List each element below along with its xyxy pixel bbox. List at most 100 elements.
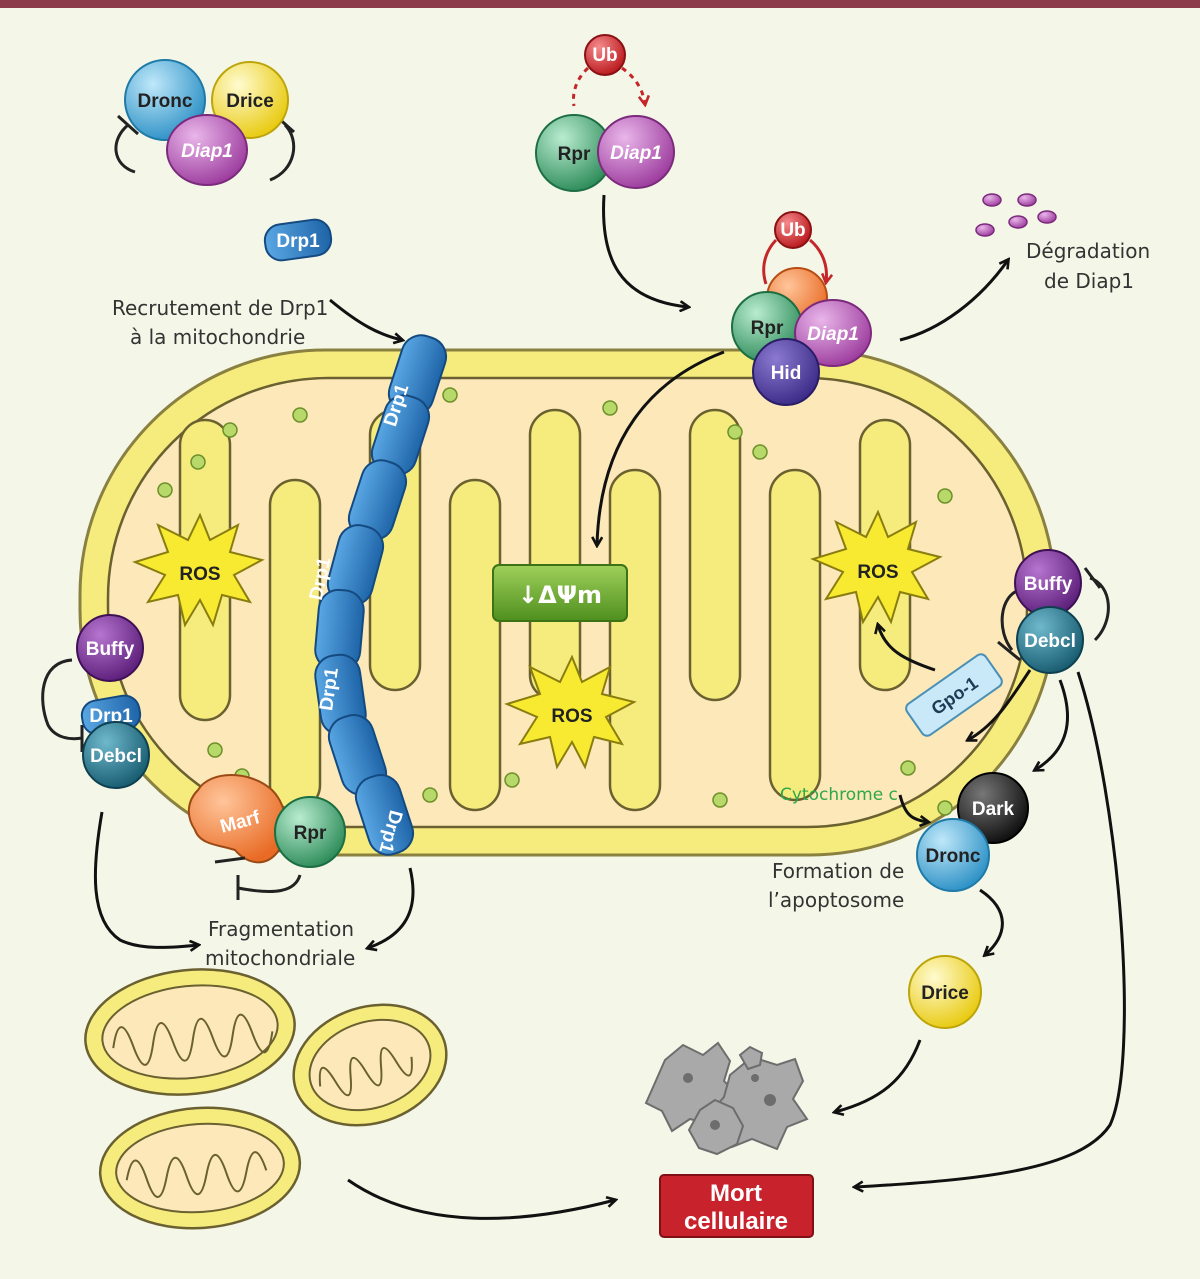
- ros-label: ROS: [179, 564, 220, 585]
- ros-star-left: ROS: [132, 512, 265, 628]
- arrow-gpo1-to-ros: [878, 625, 936, 672]
- ros-label: ROS: [551, 706, 592, 727]
- dead-cell-spots: [683, 1073, 776, 1130]
- inhibition-left: [997, 588, 1021, 662]
- drice-protein: [211, 61, 289, 139]
- degradation-label-2: de Diap1: [1044, 269, 1134, 293]
- small-mitochondrion-3: [98, 1106, 302, 1230]
- degradation-label-1: Dégradation: [1026, 239, 1150, 263]
- ub-line-left: [762, 238, 778, 285]
- arrow-recruitment: [329, 298, 402, 340]
- top-border: [0, 0, 1200, 8]
- drp1-free: Drp1: [263, 218, 333, 262]
- ub-dashed-left: [571, 66, 590, 107]
- crista: [448, 478, 502, 812]
- ros-label: ROS: [857, 562, 898, 583]
- ub-label: Ub: [780, 220, 805, 241]
- ub-dashed-arrow: [621, 66, 645, 104]
- buffy-label: Buffy: [86, 639, 135, 660]
- crista: [608, 468, 662, 812]
- arrow-dronc-to-drice: [979, 888, 1004, 955]
- dark-label: Dark: [972, 799, 1015, 820]
- drp1-free-label: Drp1: [276, 231, 320, 252]
- arrow-to-hid-complex: [602, 194, 688, 307]
- apoptosome: Dark Dronc: [916, 772, 1029, 892]
- arrow-to-dark: [1035, 679, 1069, 770]
- crista: [268, 478, 322, 812]
- arrow-drp1-to-fragmentation: [368, 867, 415, 948]
- ros-star-right: ROS: [810, 509, 943, 625]
- diap1-protein: [166, 114, 248, 186]
- apoptosome-label-1: Formation de: [772, 859, 904, 883]
- membrane-potential-label: ↓ΔΨm: [518, 581, 602, 609]
- small-mitochondrion-1: [84, 968, 296, 1096]
- rpr-label: Rpr: [558, 144, 591, 165]
- inhibition-rpr-marf: [214, 856, 302, 900]
- buffy-debcl-right: Buffy Debcl: [997, 549, 1110, 674]
- debcl-label: Debcl: [1024, 631, 1076, 652]
- arrow-to-degradation: [899, 260, 1008, 342]
- arrow-drice-to-death: [835, 1039, 922, 1112]
- diap1-protein: [794, 299, 872, 367]
- hid-rpr-diap1-complex: Ub Rpr Diap1 Hid: [731, 211, 872, 406]
- dronc-drice-diap1-complex: Dronc Drice Diap1: [114, 59, 296, 186]
- dronc-label: Dronc: [926, 846, 981, 867]
- arrow-fragments-to-death: [347, 1178, 615, 1220]
- marf-protein: [187, 774, 287, 864]
- diap1-label: Diap1: [610, 143, 662, 164]
- arrow-debcl-to-death: [855, 671, 1126, 1187]
- buffy-drp1-debcl-left: Buffy Drp1 Debcl: [41, 614, 150, 789]
- ub-rpr-diap1-top: Ub Rpr Diap1: [535, 34, 675, 192]
- membrane-potential-box: ↓ΔΨm: [492, 564, 628, 622]
- crista: [768, 468, 822, 802]
- dead-cells: [644, 1041, 809, 1156]
- fragmentation-label-1: Fragmentation: [208, 917, 354, 941]
- drice-protein: [908, 955, 982, 1029]
- inhibition-left: [41, 658, 84, 752]
- fragmentation-label-2: mitochondriale: [205, 946, 355, 970]
- arrow-to-cytochrome: [968, 669, 1032, 740]
- drice-bottom: Drice: [908, 955, 982, 1029]
- arrow-to-potential: [597, 350, 725, 545]
- ub-label: Ub: [592, 45, 617, 66]
- cytochrome-label: Cytochrome c: [780, 785, 898, 805]
- ub-arrow: [808, 238, 826, 282]
- dronc-label: Dronc: [138, 91, 193, 112]
- recrutement-label-2: à la mitochondrie: [130, 325, 305, 349]
- rpr-label: Rpr: [294, 823, 327, 844]
- arrow-debcl-to-fragmentation: [93, 811, 198, 947]
- ub-protein: [774, 211, 812, 249]
- ub-protein: [584, 34, 626, 76]
- dronc-protein: [916, 818, 990, 892]
- rpr-protein: [274, 796, 346, 868]
- debcl-label: Debcl: [90, 746, 142, 767]
- diap1-label: Diap1: [807, 324, 859, 345]
- drp1-filament: Drp1 Drp1 Drp1 Drp1: [306, 334, 448, 856]
- apoptosome-label-2: l’apoptosome: [768, 888, 904, 912]
- cell-death-box: Mort cellulaire: [659, 1174, 814, 1238]
- arrow-cytochrome-to-dronc: [898, 794, 928, 822]
- drice-label: Drice: [921, 983, 969, 1004]
- debcl-protein: [1016, 606, 1084, 674]
- diap1-protein: [597, 115, 675, 189]
- diap1-label: Diap1: [181, 141, 233, 162]
- small-mitochondrion-2: [292, 1003, 448, 1127]
- ros-star-center: ROS: [504, 654, 637, 770]
- crista: [688, 408, 742, 702]
- debcl-protein: [82, 721, 150, 789]
- cell-death-label-2: cellulaire: [684, 1208, 788, 1235]
- rpr-label: Rpr: [751, 318, 784, 339]
- buffy-protein: [76, 614, 144, 682]
- dark-protein: [957, 772, 1029, 844]
- buffy-label: Buffy: [1024, 574, 1073, 595]
- inhibition-right: [1083, 567, 1110, 642]
- marf-rpr: Marf Rpr: [187, 774, 346, 900]
- drice-label: Drice: [226, 91, 274, 112]
- recrutement-label-1: Recrutement de Drp1: [112, 296, 328, 320]
- hid-protein: [752, 338, 820, 406]
- inhibition-left: [114, 114, 140, 174]
- hid-label: Hid: [771, 363, 802, 384]
- cell-death-label-1: Mort: [710, 1180, 762, 1207]
